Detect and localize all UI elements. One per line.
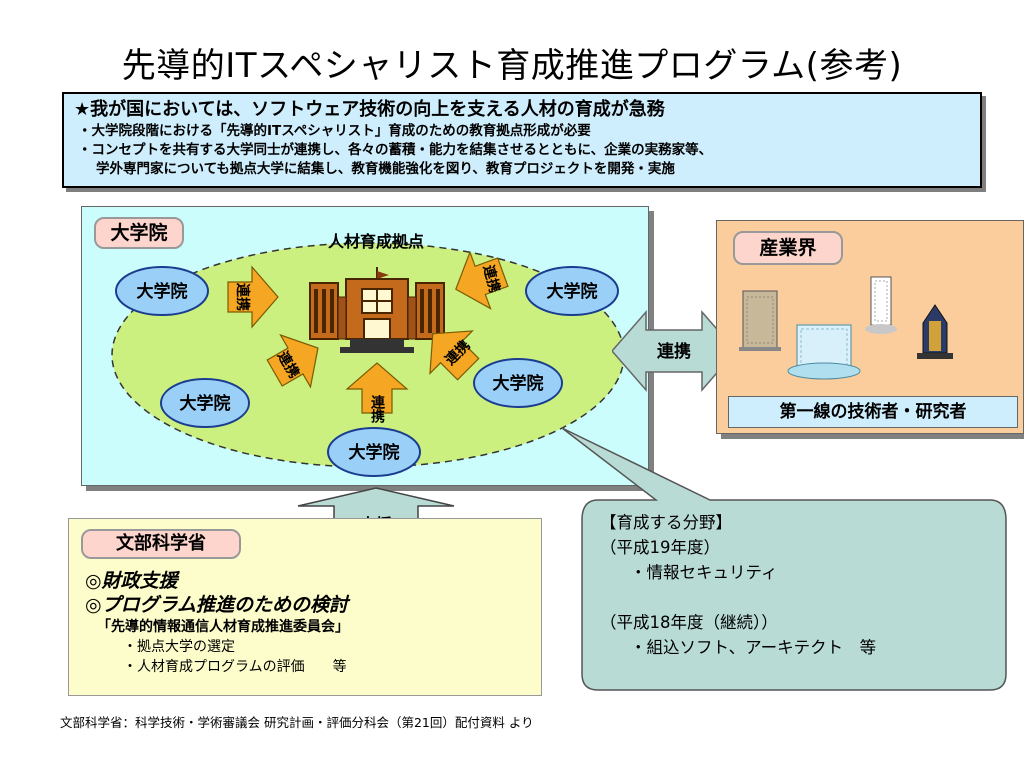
fields-list: 【育成する分野】 （平成19年度） ・情報セキュリティ （平成18年度（継続））… bbox=[600, 510, 876, 660]
intro-bullet-1: ・大学院段階における「先導的ITスペシャリスト」育成のための教育拠点形成が必要 bbox=[78, 123, 591, 139]
link-arrow-bottom-right bbox=[429, 330, 480, 381]
mext-item-financial-support: ◎財政支援 bbox=[85, 570, 178, 592]
university-building-icon bbox=[309, 267, 445, 353]
industry-tag: 産業界 bbox=[733, 231, 843, 265]
link-label-top-left: 連携 bbox=[234, 283, 251, 311]
university-tag: 大学院 bbox=[94, 217, 184, 249]
mext-item-program-review: ◎プログラム推進のための検討 bbox=[85, 594, 349, 616]
industry-link-arrow: 連携 bbox=[612, 309, 736, 393]
fields-item-2: ・組込ソフト、アーキテクト 等 bbox=[630, 638, 877, 657]
university-network-diagram: 連携 連携 連携 連携 連携 大学院 大学院 大学院 大学院 大学院 人材育成拠… bbox=[111, 232, 625, 477]
university-panel: 連携 連携 連携 連携 連携 大学院 大学院 大学院 大学院 大学院 人材育成拠… bbox=[81, 206, 649, 486]
university-node-middle-left: 大学院 bbox=[160, 378, 250, 428]
page-title: 先導的ITスペシャリスト育成推進プログラム(参考) bbox=[121, 46, 903, 86]
university-node-middle-right: 大学院 bbox=[473, 358, 563, 408]
apartment-tower-icon bbox=[865, 276, 897, 334]
link-arrow-top-left bbox=[227, 265, 279, 329]
mext-committee: 「先導的情報通信人材育成推進委員会」 bbox=[97, 619, 349, 635]
fields-item-1: ・情報セキュリティ bbox=[630, 563, 778, 582]
source-footnote: 文部科学省：科学技術・学術審議会 研究計画・評価分科会（第21回）配付資料 より bbox=[60, 715, 534, 730]
skyscraper-icon bbox=[917, 304, 953, 359]
link-arrow-top-right bbox=[455, 250, 509, 310]
link-arrow-bottom bbox=[345, 362, 409, 414]
university-node-label: 大学院 bbox=[493, 373, 544, 394]
mext-sub-item-2: ・人材育成プログラムの評価 等 bbox=[123, 659, 347, 675]
hub-label: 人材育成拠点 bbox=[328, 232, 424, 251]
link-arrow-bottom-left bbox=[266, 333, 319, 389]
mext-tag: 文部科学省 bbox=[81, 529, 241, 559]
university-node-top-right: 大学院 bbox=[525, 266, 619, 316]
experts-label: 第一線の技術者・研究者 bbox=[728, 396, 1018, 428]
university-node-top-left: 大学院 bbox=[115, 266, 209, 316]
fields-year-2: （平成18年度（継続）） bbox=[600, 613, 778, 632]
intro-bullet-2: ・コンセプトを共有する大学同士が連携し、各々の蓄積・能力を結集させるとともに、企… bbox=[78, 142, 713, 158]
university-node-label: 大学院 bbox=[137, 281, 188, 302]
university-node-label: 大学院 bbox=[349, 442, 400, 463]
intro-bullet-2-continued: 学外専門家についても拠点大学に結集し、教育機能強化を図り、教育プロジェクトを開発… bbox=[96, 161, 675, 177]
university-node-label: 大学院 bbox=[180, 393, 231, 414]
university-node-bottom: 大学院 bbox=[327, 427, 421, 477]
intro-headline: ★我が国においては、ソフトウェア技術の向上を支える人材の育成が急務 bbox=[74, 99, 665, 120]
industry-link-label: 連携 bbox=[657, 341, 691, 362]
intro-box: ★我が国においては、ソフトウェア技術の向上を支える人材の育成が急務 ・大学院段階… bbox=[62, 92, 982, 188]
university-node-label: 大学院 bbox=[547, 281, 598, 302]
glass-office-icon bbox=[787, 324, 861, 380]
fields-year-1: （平成19年度） bbox=[600, 538, 720, 557]
office-tower-icon bbox=[739, 290, 781, 351]
mext-sub-item-1: ・拠点大学の選定 bbox=[123, 639, 235, 655]
industry-buildings bbox=[739, 276, 953, 380]
mext-panel: 文部科学省 ◎財政支援 ◎プログラム推進のための検討 「先導的情報通信人材育成推… bbox=[68, 518, 542, 696]
fields-heading: 【育成する分野】 bbox=[600, 513, 732, 532]
link-label-top-right: 連携 bbox=[480, 263, 504, 294]
link-label-bottom: 連携 bbox=[369, 394, 385, 424]
fields-callout bbox=[561, 427, 1007, 691]
